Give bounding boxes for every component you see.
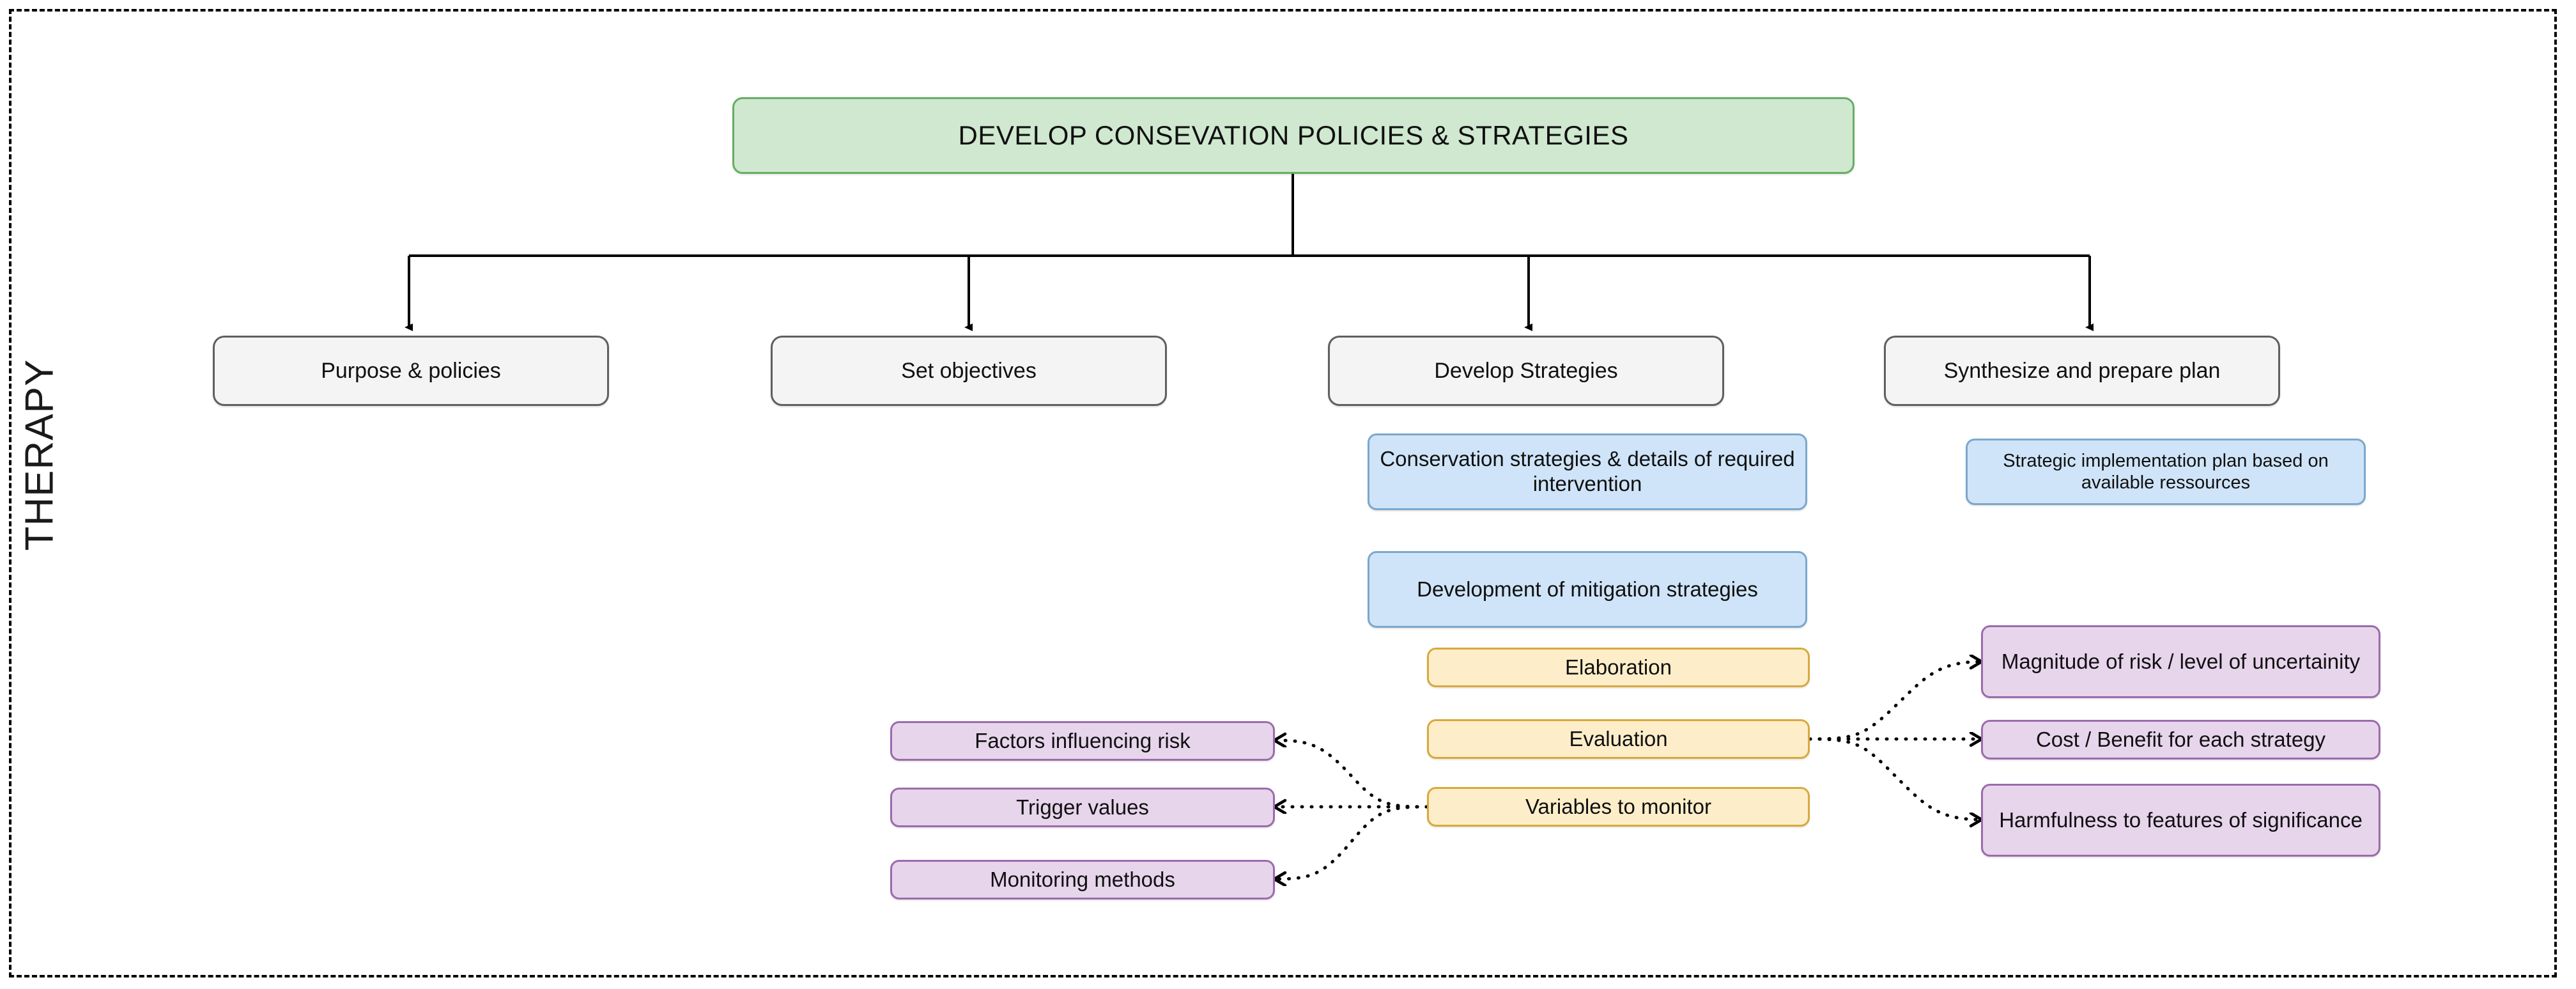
node-harmfulness-to-features-label: Harmfulness to features of significance bbox=[1999, 807, 2363, 832]
node-conservation-strategies-details-label: Conservation strategies & details of req… bbox=[1380, 447, 1795, 495]
node-strategic-implementation-plan-label: Strategic implementation plan based on a… bbox=[2003, 450, 2329, 493]
therapy-group-frame bbox=[9, 9, 2557, 977]
node-variables-to-monitor-label: Variables to monitor bbox=[1525, 794, 1712, 818]
node-synthesize-and-prepare-plan-label: Synthesize and prepare plan bbox=[1943, 358, 2221, 383]
node-development-mitigation-strategies-label: Development of mitigation strategies bbox=[1417, 577, 1758, 601]
node-harmfulness-to-features[interactable]: Harmfulness to features of significance bbox=[1981, 784, 2380, 857]
node-conservation-strategies-details[interactable]: Conservation strategies & details of req… bbox=[1368, 433, 1807, 510]
node-set-objectives[interactable]: Set objectives bbox=[771, 336, 1167, 406]
node-set-objectives-label: Set objectives bbox=[901, 358, 1037, 383]
node-develop-strategies-label: Develop Strategies bbox=[1434, 358, 1618, 383]
node-magnitude-of-risk-label: Magnitude of risk / level of uncertainit… bbox=[2001, 649, 2361, 673]
node-monitoring-methods[interactable]: Monitoring methods bbox=[890, 860, 1275, 899]
node-purpose-and-policies[interactable]: Purpose & policies bbox=[213, 336, 609, 406]
node-root-develop-conservation-policies[interactable]: DEVELOP CONSEVATION POLICIES & STRATEGIE… bbox=[732, 97, 1855, 174]
node-synthesize-and-prepare-plan[interactable]: Synthesize and prepare plan bbox=[1884, 336, 2280, 406]
node-cost-benefit-each-strategy-label: Cost / Benefit for each strategy bbox=[2035, 727, 2326, 751]
node-root-label: DEVELOP CONSEVATION POLICIES & STRATEGIE… bbox=[958, 120, 1629, 151]
node-evaluation-label: Evaluation bbox=[1569, 726, 1668, 751]
node-trigger-values[interactable]: Trigger values bbox=[890, 788, 1275, 827]
node-elaboration[interactable]: Elaboration bbox=[1427, 648, 1810, 687]
node-factors-influencing-risk-label: Factors influencing risk bbox=[975, 728, 1191, 752]
node-variables-to-monitor[interactable]: Variables to monitor bbox=[1427, 787, 1810, 827]
node-monitoring-methods-label: Monitoring methods bbox=[990, 867, 1175, 891]
node-trigger-values-label: Trigger values bbox=[1016, 795, 1149, 819]
node-magnitude-of-risk[interactable]: Magnitude of risk / level of uncertainit… bbox=[1981, 625, 2380, 698]
group-label-therapy: THERAPY bbox=[17, 359, 62, 551]
node-elaboration-label: Elaboration bbox=[1565, 655, 1672, 679]
node-develop-strategies[interactable]: Develop Strategies bbox=[1328, 336, 1724, 406]
node-evaluation[interactable]: Evaluation bbox=[1427, 719, 1810, 759]
node-factors-influencing-risk[interactable]: Factors influencing risk bbox=[890, 721, 1275, 761]
node-strategic-implementation-plan[interactable]: Strategic implementation plan based on a… bbox=[1966, 439, 2366, 505]
node-development-mitigation-strategies[interactable]: Development of mitigation strategies bbox=[1368, 551, 1807, 628]
node-cost-benefit-each-strategy[interactable]: Cost / Benefit for each strategy bbox=[1981, 720, 2380, 759]
node-purpose-and-policies-label: Purpose & policies bbox=[321, 358, 501, 383]
